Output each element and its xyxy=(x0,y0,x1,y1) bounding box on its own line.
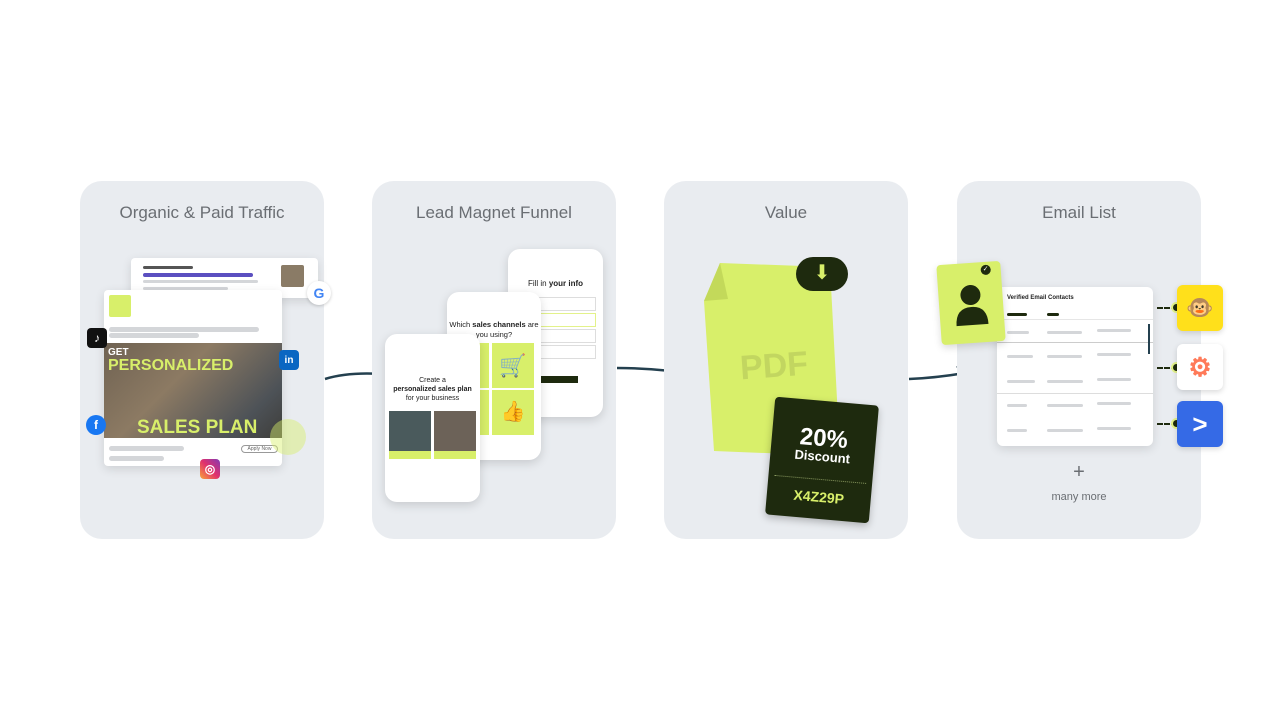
google-icon: G xyxy=(307,281,331,305)
plus-icon: + xyxy=(1073,461,1085,483)
ad-thumbnail xyxy=(281,265,304,287)
panel-title: Value xyxy=(764,203,808,222)
mailchimp-icon[interactable]: 🐵 xyxy=(1177,285,1223,331)
contact-card: ✓ xyxy=(936,260,1006,346)
panel-title: Email List xyxy=(1042,203,1116,222)
panel-organic-paid-traffic: Organic & Paid Traffic GET PERSONALIZED … xyxy=(80,181,331,539)
instagram-icon: ◎ xyxy=(200,459,220,479)
tiktok-icon: ♪ xyxy=(87,328,107,348)
brand-logo xyxy=(109,295,131,317)
hubspot-icon[interactable]: ⚙ xyxy=(1177,344,1223,390)
ad-text-sales-plan: SALES PLAN xyxy=(137,417,258,438)
panel-title: Organic & Paid Traffic xyxy=(119,203,285,222)
ad-text-get: GET xyxy=(108,347,129,358)
option-image[interactable] xyxy=(389,411,431,451)
facebook-icon: f xyxy=(86,415,106,435)
linkedin-icon: in xyxy=(279,350,299,370)
discount-coupon: 20% Discount X4Z29P xyxy=(765,396,879,524)
panel-title: Lead Magnet Funnel xyxy=(416,203,572,222)
table-title: Verified Email Contacts xyxy=(1007,295,1074,301)
cursor-icon xyxy=(270,419,306,455)
pdf-label: PDF xyxy=(738,344,810,388)
submit-button[interactable] xyxy=(541,376,578,383)
apply-now-button[interactable]: Apply Now xyxy=(241,445,278,453)
thumbs-up-icon[interactable]: 👍 xyxy=(492,390,534,435)
ad-text-personalized: PERSONALIZED xyxy=(108,357,234,374)
panel-lead-magnet-funnel: Lead Magnet Funnel Fill in your info Whi… xyxy=(372,181,616,539)
social-ad-card: GET PERSONALIZED SALES PLAN Apply Now xyxy=(104,290,282,466)
coupon-code: X4Z29P xyxy=(792,486,845,508)
verified-contacts-table: Verified Email Contacts xyxy=(997,287,1153,446)
scrollbar[interactable] xyxy=(1148,324,1150,354)
funnel-step-fill-info: Fill in your info xyxy=(508,249,603,417)
step-title: Fill in your info xyxy=(527,279,584,288)
activecampaign-icon[interactable]: > xyxy=(1177,401,1223,447)
panel-email-list: Email List Verified Email Contacts ✓ 🐵 ⚙… xyxy=(936,181,1223,539)
panel-value: Value PDF ⬇ 20% Discount X4Z29P xyxy=(664,181,908,539)
check-icon: ✓ xyxy=(980,264,992,276)
many-more-label: many more xyxy=(1051,491,1107,503)
cloud-download-icon[interactable]: ⬇ xyxy=(796,257,848,291)
cart-icon[interactable]: 🛒 xyxy=(492,343,534,388)
option-image[interactable] xyxy=(434,411,476,451)
user-icon xyxy=(956,285,989,327)
ad-image: GET PERSONALIZED SALES PLAN xyxy=(104,343,282,438)
step-title: Which sales channels are you using? xyxy=(449,320,539,339)
